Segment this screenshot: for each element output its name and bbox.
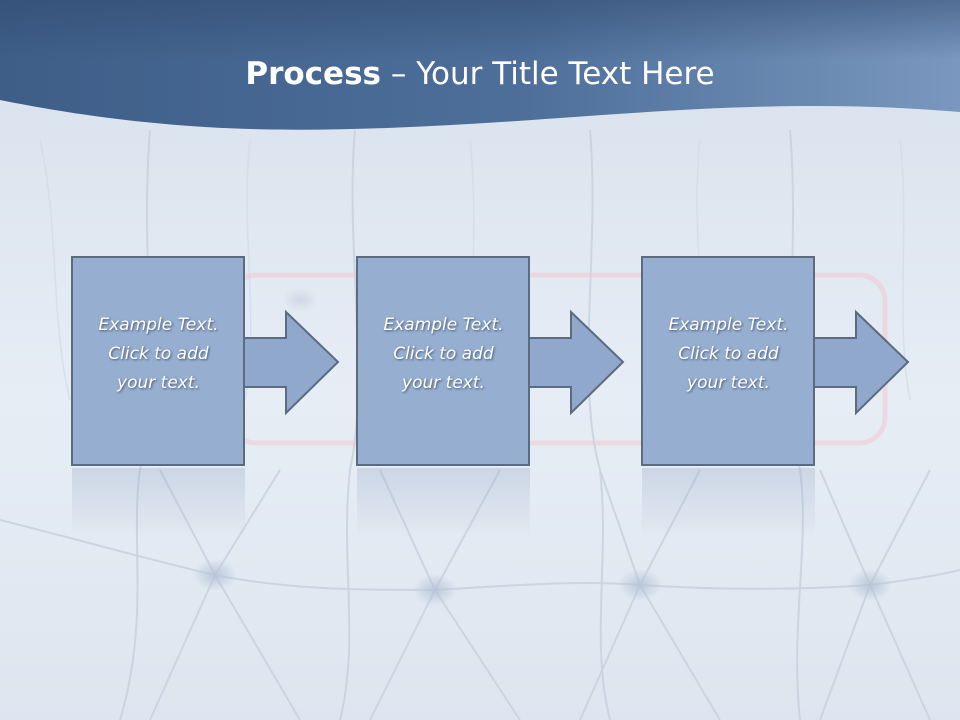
slide-title[interactable]: Process – Your Title Text Here [0,52,960,96]
title-rest-part: – Your Title Text Here [381,56,715,92]
step-2-reflection [357,468,530,538]
process-step-3[interactable]: Example Text. Click to add your text. [641,256,910,467]
step-3-text[interactable]: Example Text. Click to add your text. [641,311,816,398]
step-1-arrow-shape [71,256,340,466]
step-1-reflection [72,468,245,538]
step-2-line-1: Example Text. [383,315,504,335]
step-2-arrow-shape [356,256,625,466]
step-1-text[interactable]: Example Text. Click to add your text. [71,311,246,398]
step-3-line-3: your text. [687,373,770,393]
step-3-arrow-shape [641,256,910,466]
process-step-1[interactable]: Example Text. Click to add your text. [71,256,340,467]
step-1-line-2: Click to add [108,344,209,364]
step-1-line-3: your text. [117,373,200,393]
step-2-text[interactable]: Example Text. Click to add your text. [356,311,531,398]
step-3-reflection [642,468,815,538]
step-3-line-1: Example Text. [668,315,789,335]
title-bold-part: Process [245,56,381,92]
step-2-line-2: Click to add [393,344,494,364]
step-3-line-2: Click to add [678,344,779,364]
process-step-2[interactable]: Example Text. Click to add your text. [356,256,625,467]
step-1-line-1: Example Text. [98,315,219,335]
header-band [0,0,960,130]
step-2-line-3: your text. [402,373,485,393]
